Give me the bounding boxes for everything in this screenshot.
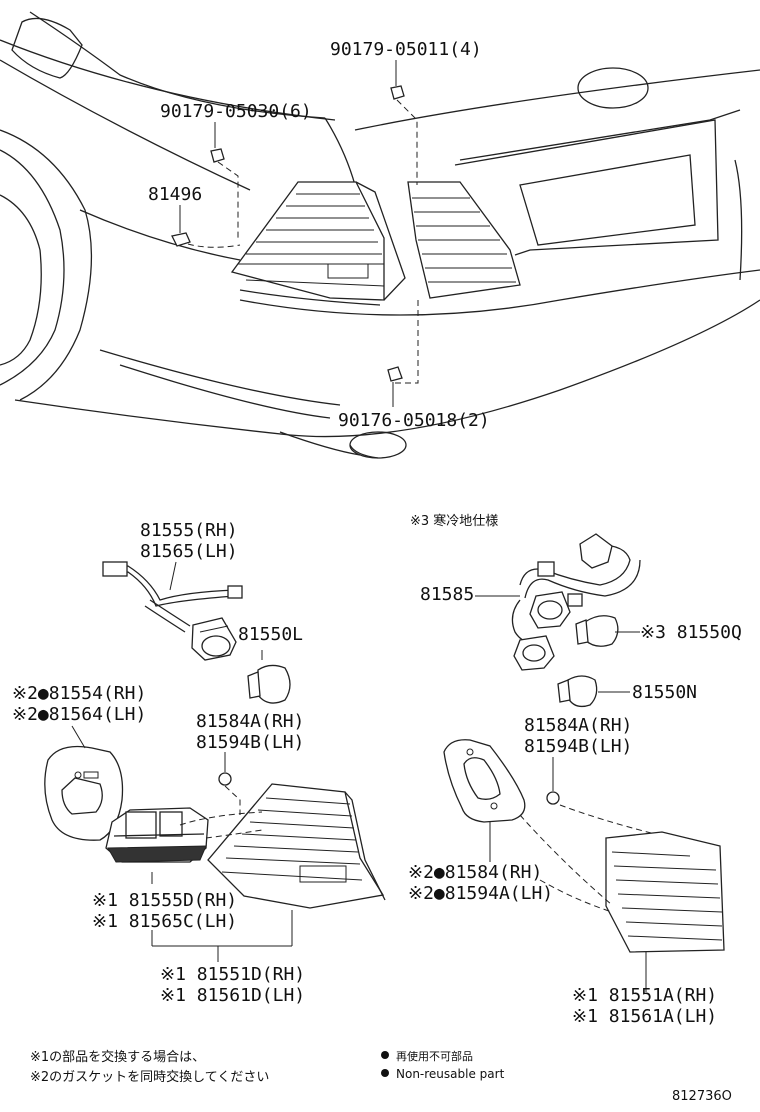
label-81564: ※2●81564(LH) bbox=[12, 704, 146, 725]
nut-81584a-right-icon bbox=[546, 791, 560, 805]
label-81584a-right: 81584A(RH) bbox=[524, 715, 632, 736]
figure-id: 812736O bbox=[672, 1089, 732, 1104]
label-81594a: ※2●81594A(LH) bbox=[408, 883, 553, 904]
legend-jp: 再使用不可部品 bbox=[396, 1049, 473, 1063]
inner-lamp-assembly bbox=[443, 533, 725, 992]
label-81496: 81496 bbox=[148, 184, 202, 205]
note-2: ※2のガスケットを同時交換してください bbox=[30, 1069, 269, 1085]
label-81584: ※2●81584(RH) bbox=[408, 862, 542, 883]
label-81584a-left: 81584A(RH) bbox=[196, 711, 304, 732]
label-81565-lh: 81565(LH) bbox=[140, 541, 238, 562]
label-90179-05011: 90179-05011(4) bbox=[330, 39, 482, 60]
label-90179-05030: 90179-05030(6) bbox=[160, 101, 312, 122]
label-81554: ※2●81554(RH) bbox=[12, 683, 146, 704]
label-81561d: ※1 81561D(LH) bbox=[160, 985, 305, 1006]
legend-en: Non-reusable part bbox=[396, 1067, 505, 1081]
label-81565c: ※1 81565C(LH) bbox=[92, 911, 237, 932]
label-81551a: ※1 81551A(RH) bbox=[572, 985, 717, 1006]
label-81550n: 81550N bbox=[632, 682, 697, 703]
label-81594b-right: 81594B(LH) bbox=[524, 736, 632, 757]
label-81551d: ※1 81551D(RH) bbox=[160, 964, 305, 985]
label-90176-05018: 90176-05018(2) bbox=[338, 410, 490, 431]
label-cold-spec: ※3 寒冷地仕様 bbox=[410, 513, 498, 529]
nut-90179-05030-icon bbox=[210, 148, 225, 163]
note-1: ※1の部品を交換する場合は、 bbox=[30, 1049, 205, 1065]
bullet-icon bbox=[381, 1051, 389, 1059]
label-81550q: ※3 81550Q bbox=[640, 622, 742, 643]
label-81555d: ※1 81555D(RH) bbox=[92, 890, 237, 911]
label-81555-rh: 81555(RH) bbox=[140, 520, 238, 541]
nut-90176-05018-icon bbox=[387, 366, 403, 382]
vehicle-rear-illustration bbox=[0, 11, 760, 459]
clip-81496-icon bbox=[171, 232, 191, 247]
label-81594b-left: 81594B(LH) bbox=[196, 732, 304, 753]
label-81550l: 81550L bbox=[238, 624, 303, 645]
label-81561a: ※1 81561A(LH) bbox=[572, 1006, 717, 1027]
outer-lamp-assembly bbox=[44, 561, 386, 962]
nut-90179-05011-icon bbox=[390, 85, 405, 100]
label-81585: 81585 bbox=[420, 584, 474, 605]
bullet-icon bbox=[381, 1069, 389, 1077]
nut-81584a-left-icon bbox=[218, 772, 232, 786]
